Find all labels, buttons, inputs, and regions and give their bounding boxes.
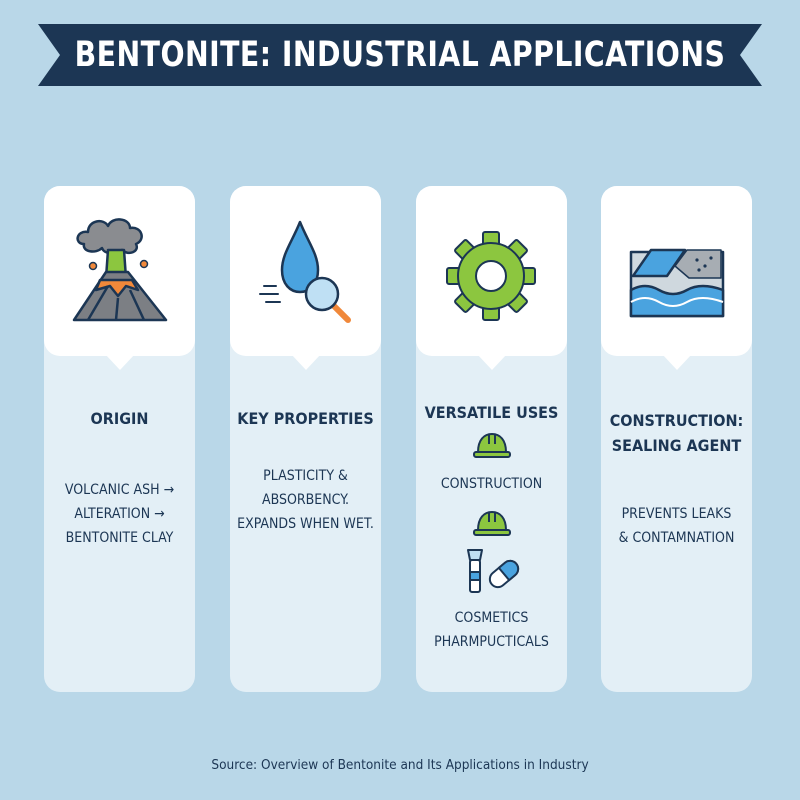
use-label-cosmetics: COSMETICS PHARMPUCTICALS: [416, 606, 567, 654]
soil-water-layers-icon: [629, 248, 725, 318]
use-label-line: COSMETICS: [454, 610, 529, 626]
volcano-icon: [72, 218, 168, 322]
header-banner: BENTONITE: INDUSTRIAL APPLICATIONS: [38, 24, 762, 86]
hard-hat-icon: [473, 511, 511, 536]
card-versatile-uses: VERSATILE USES CONSTRUCTION COSMETICS PH…: [416, 186, 567, 692]
banner-ribbon-shape: [38, 24, 762, 86]
description-line: BENTONITE CLAY: [65, 530, 174, 546]
hard-hat-icon: [473, 433, 511, 458]
use-label-line: PHARMPUCTICALS: [434, 634, 549, 650]
card-pointer: [105, 354, 135, 370]
card-description: PLASTICITY & ABSORBENCY. EXPANDS WHEN WE…: [234, 464, 377, 536]
card-title: VERSATILE USES: [424, 403, 559, 422]
use-label-construction: CONSTRUCTION: [440, 476, 543, 492]
page-title: BENTONITE: INDUSTRIAL APPLICATIONS: [74, 35, 726, 75]
card-description: VOLCANIC ASH → ALTERATION → BENTONITE CL…: [48, 478, 191, 550]
description-line: VOLCANIC ASH →: [64, 482, 175, 498]
water-drop-magnifier-icon: [259, 220, 351, 323]
card-key-properties: KEY PROPERTIES PLASTICITY & ABSORBENCY. …: [230, 186, 381, 692]
card-pointer: [477, 354, 507, 370]
card-description: PREVENTS LEAKS & CONTAMNATION: [605, 502, 748, 550]
card-pointer: [291, 354, 321, 370]
description-line: ABSORBENCY.: [261, 492, 350, 508]
card-origin: ORIGIN VOLCANIC ASH → ALTERATION → BENTO…: [44, 186, 195, 692]
description-line: ALTERATION →: [74, 506, 165, 522]
description-line: PREVENTS LEAKS: [621, 506, 732, 522]
card-title: ORIGIN: [90, 409, 149, 428]
title-line: SEALING AGENT: [611, 436, 742, 455]
gear-icon: [446, 231, 536, 321]
card-title: CONSTRUCTION: SEALING AGENT: [607, 408, 746, 458]
source-caption: Source: Overview of Bentonite and Its Ap…: [211, 757, 589, 773]
card-sealing-agent: CONSTRUCTION: SEALING AGENT PREVENTS LEA…: [601, 186, 752, 692]
cosmetics-pill-icon: [467, 549, 520, 593]
description-line: EXPANDS WHEN WET.: [237, 516, 374, 532]
card-pointer: [662, 354, 692, 370]
title-line: CONSTRUCTION:: [609, 411, 744, 430]
description-line: & CONTAMNATION: [618, 530, 735, 546]
card-title: KEY PROPERTIES: [237, 409, 374, 428]
description-line: PLASTICITY &: [263, 468, 348, 484]
